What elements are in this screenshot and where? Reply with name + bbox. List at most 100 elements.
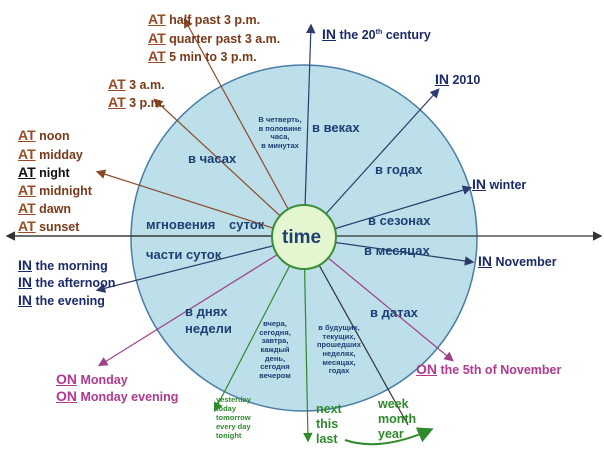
spoke-monday (97, 237, 305, 367)
word-next-this-last: next (316, 402, 342, 416)
preposition: IN (322, 26, 336, 42)
phrase-in-november: IN November (478, 254, 557, 269)
label-v-dnyakh: в днях (185, 304, 228, 319)
label-v-vekakh: в веках (312, 120, 360, 135)
small-mid-line: завтра, (261, 336, 289, 346)
small-mid-line: вчера, (263, 319, 287, 328)
small-top-line: в минутах (261, 140, 299, 150)
spoke-upper-left (153, 98, 305, 239)
preposition: IN (18, 257, 32, 273)
preposition: ON (56, 371, 77, 387)
phrase-at-night: AT night (18, 165, 70, 180)
green-word: yesterday (216, 395, 252, 404)
phrase-rest: the 5th of November (440, 363, 562, 377)
preposition: IN (472, 176, 486, 192)
phrase-rest: half past 3 p.m. (169, 13, 261, 27)
phrase-at-quarter-past: AT quarter past 3 a.m. (148, 31, 280, 46)
phrase-at-3pm: AT 3 p.m. (108, 95, 165, 110)
label-nedeli: недели (185, 321, 232, 336)
label-v-chasakh: в часах (188, 151, 237, 166)
phrase-rest: the afternoon (35, 276, 116, 290)
label-chasti-sutok: части суток (146, 247, 222, 262)
small-right-line: месяцах, (322, 357, 356, 367)
center-circle (271, 204, 337, 270)
phrase-at-midday: AT midday (18, 147, 83, 162)
phrase-rest: night (39, 166, 70, 180)
phrase-in-evening: IN the evening (18, 293, 105, 308)
phrase-rest: noon (39, 129, 70, 143)
word-week-month-year: month (378, 412, 417, 426)
spoke-up-left (183, 17, 305, 239)
label-small-mid: вчера, сегодня, завтра, каждый день, сег… (252, 319, 298, 380)
phrase-at-5min: AT 5 min to 3 p.m. (148, 49, 257, 64)
label-small-top: В четверть, в половине часа, в минутах (254, 115, 306, 151)
word-week-month-year: week (378, 397, 409, 411)
phrase-rest: winter (489, 178, 527, 192)
word-list-week-month-year: week month year (378, 397, 416, 442)
small-right-line: годах (328, 366, 350, 376)
preposition: ON (56, 388, 77, 404)
green-word: tonight (216, 431, 242, 440)
phrase-in-2010: IN 2010 (435, 72, 480, 87)
phrase-on-5th: ON the 5th of November (416, 362, 561, 377)
small-top-line: в половине (258, 123, 302, 133)
spoke-left-upper (95, 169, 305, 239)
label-v-godakh: в годах (375, 162, 423, 177)
phrase-rest: sunset (39, 220, 80, 234)
preposition: AT (108, 94, 126, 110)
small-right-line: прошедших (317, 340, 361, 350)
phrase-rest: the evening (35, 294, 105, 308)
preposition: AT (148, 30, 166, 46)
small-top-line: часа, (270, 132, 290, 142)
preposition: AT (18, 200, 36, 216)
phrase-rest: Monday evening (80, 390, 179, 404)
phrase-rest: quarter past 3 a.m. (169, 32, 281, 46)
preposition: AT (18, 218, 36, 234)
small-mid-line: каждый (260, 344, 290, 354)
green-word: today (216, 404, 237, 413)
phrase-sup: th (375, 28, 383, 36)
phrase-rest: 2010 (452, 73, 481, 87)
preposition: AT (148, 11, 166, 27)
phrase-rest2: century (385, 28, 431, 42)
preposition: AT (18, 146, 36, 162)
phrase-at-midnight: AT midnight (18, 183, 92, 198)
spoke-down (303, 237, 313, 443)
phrase-rest: the morning (35, 259, 108, 273)
spoke-left-lower (95, 237, 305, 293)
green-word: tomorrow (216, 413, 251, 422)
spoke-down-left (213, 237, 305, 413)
phrase-rest: dawn (39, 202, 72, 216)
preposition: IN (18, 292, 32, 308)
preposition: AT (18, 182, 36, 198)
phrase-at-half-past: AT half past 3 p.m. (148, 12, 260, 27)
small-mid-line: сегодня, (259, 327, 291, 337)
word-list-next-this-last: next this last (316, 402, 342, 447)
preposition: IN (435, 71, 449, 87)
word-next-this-last: this (316, 417, 339, 431)
label-mgnoveniya: мгновения (146, 217, 216, 232)
phrase-at-sunset: AT sunset (18, 219, 79, 234)
spoke-down-right (303, 237, 409, 426)
phrase-in-afternoon: IN the afternoon (18, 275, 115, 290)
spoke-up (303, 23, 316, 239)
preposition: AT (148, 48, 166, 64)
phrase-rest: 5 min to 3 p.m. (169, 50, 257, 64)
phrase-rest: November (495, 255, 557, 269)
preposition: IN (18, 274, 32, 290)
phrase-rest: 3 p.m. (129, 96, 166, 110)
label-v-sezonakh: в сезонах (368, 213, 431, 228)
label-small-right: в будущих, текущих, прошедших неделях, м… (310, 323, 368, 376)
green-word: every day (216, 422, 251, 431)
preposition: ON (416, 361, 437, 377)
label-sutok-left: суток (229, 217, 265, 232)
small-right-line: текущих, (322, 331, 356, 341)
small-mid-line: сегодня (260, 362, 290, 372)
label-v-datakh: в датах (370, 305, 418, 320)
phrase-at-noon: AT noon (18, 128, 70, 143)
small-right-line: неделях, (322, 348, 356, 358)
phrase-in-winter: IN winter (472, 177, 526, 192)
small-mid-line: вечером (259, 370, 291, 380)
phrase-in-century: IN the 20th century (322, 27, 431, 42)
